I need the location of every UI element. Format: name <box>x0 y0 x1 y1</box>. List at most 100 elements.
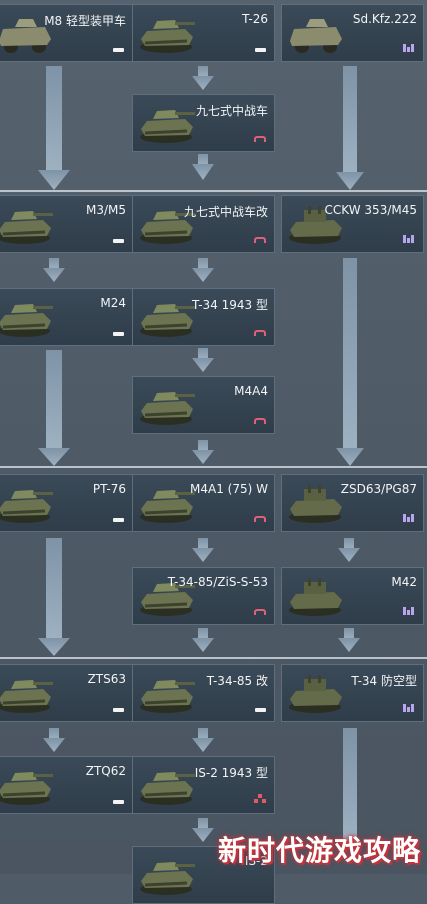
vehicle-card-m3m5[interactable]: M3/M5 <box>0 195 133 253</box>
vehicle-card-m24[interactable]: M24 <box>0 288 133 346</box>
rank-separator <box>0 657 427 659</box>
vehicle-name: Sd.Kfz.222 <box>352 12 417 26</box>
vehicle-card-is2-1943[interactable]: IS-2 1943 型 <box>132 756 275 814</box>
vehicle-name: M4A1 (75) W <box>190 482 268 496</box>
medium-tank-icon <box>254 237 266 243</box>
tank-thumbnail <box>0 765 55 807</box>
tank-thumbnail <box>135 13 197 55</box>
vehicle-name: T-34 1943 型 <box>192 298 268 312</box>
vehicle-name: M4A4 <box>234 384 268 398</box>
light-vehicle-icon <box>113 239 124 243</box>
medium-tank-icon <box>254 136 266 142</box>
vehicle-card-ztq62[interactable]: ZTQ62 <box>0 756 133 814</box>
vehicle-card-m4a1[interactable]: M4A1 (75) W <box>132 474 275 532</box>
vehicle-name: M8 轻型装甲车 <box>44 14 126 28</box>
tank-thumbnail <box>0 204 55 246</box>
spaa-icon <box>403 704 415 712</box>
spaa-thumbnail <box>284 673 346 715</box>
vehicle-card-sdkfz222[interactable]: Sd.Kfz.222 <box>281 4 424 62</box>
spaa-thumbnail <box>284 576 346 618</box>
arrow-head <box>43 738 65 752</box>
arrow-head <box>192 164 214 180</box>
vehicle-name: ZTQ62 <box>85 764 126 778</box>
vehicle-card-cckw[interactable]: CCKW 353/M45 <box>281 195 424 253</box>
arrow-head <box>192 76 214 90</box>
arrow-head <box>192 268 214 282</box>
vehicle-name: IS-2 1943 型 <box>194 766 268 780</box>
vehicle-card-t34-1943[interactable]: T-34 1943 型 <box>132 288 275 346</box>
vehicle-name: T-34-85/ZiS-S-53 <box>167 575 268 589</box>
vehicle-name: M24 <box>100 296 126 310</box>
vehicle-name: PT-76 <box>92 482 126 496</box>
arrow-head <box>192 548 214 562</box>
vehicle-card-t34-85-kai[interactable]: T-34-85 改 <box>132 664 275 722</box>
spaa-icon <box>403 607 415 615</box>
medium-tank-icon <box>254 330 266 336</box>
rank-separator <box>0 466 427 468</box>
spaa-icon <box>403 514 415 522</box>
light-vehicle-icon <box>255 48 266 52</box>
arrow-head <box>38 638 70 656</box>
heavy-tank-icon <box>254 794 266 804</box>
tank-thumbnail <box>0 483 55 525</box>
vehicle-name: M3/M5 <box>85 203 126 217</box>
vehicle-name: 九七式中战车改 <box>183 205 268 219</box>
vehicle-name: CCKW 353/M45 <box>324 203 417 217</box>
vehicle-name: M42 <box>391 575 417 589</box>
arrow-head <box>38 170 70 190</box>
rank-separator <box>0 190 427 192</box>
arrow-head <box>338 638 360 652</box>
vehicle-name: ZSD63/PG87 <box>340 482 417 496</box>
arrow-head <box>336 448 364 466</box>
tank-thumbnail <box>135 765 197 807</box>
arrow-shaft <box>46 66 62 174</box>
vehicle-card-m42[interactable]: M42 <box>281 567 424 625</box>
arrow-head <box>338 548 360 562</box>
tank-thumbnail <box>135 297 197 339</box>
vehicle-card-pt76[interactable]: PT-76 <box>0 474 133 532</box>
vehicle-card-t34-aa[interactable]: T-34 防空型 <box>281 664 424 722</box>
tank-thumbnail <box>135 385 197 427</box>
tank-thumbnail <box>0 297 55 339</box>
spaa-icon <box>403 44 415 52</box>
light-vehicle-icon <box>113 48 124 52</box>
tank-thumbnail <box>0 673 55 715</box>
site-watermark: 新时代游戏攻略 <box>218 834 422 867</box>
vehicle-name: T-34-85 改 <box>206 674 268 688</box>
vehicle-card-zsd63[interactable]: ZSD63/PG87 <box>281 474 424 532</box>
tank-thumbnail <box>135 673 197 715</box>
vehicle-card-t26[interactable]: T-26 <box>132 4 275 62</box>
vehicle-name: ZTS63 <box>87 672 126 686</box>
vehicle-card-type97kai[interactable]: 九七式中战车改 <box>132 195 275 253</box>
vehicle-card-m4a4[interactable]: M4A4 <box>132 376 275 434</box>
tank-thumbnail <box>135 855 197 897</box>
arrow-head <box>43 268 65 282</box>
vehicle-card-m8[interactable]: M8 轻型装甲车 <box>0 4 133 62</box>
spaa-thumbnail <box>284 483 346 525</box>
medium-tank-icon <box>254 418 266 424</box>
light-vehicle-icon <box>113 332 124 336</box>
arrow-shaft <box>343 66 357 176</box>
arrow-head <box>192 358 214 372</box>
research-arrows <box>38 66 364 846</box>
vehicle-name: 九七式中战车 <box>195 104 268 118</box>
spaa-icon <box>403 235 415 243</box>
arrow-head <box>192 828 214 842</box>
arrow-head <box>38 448 70 466</box>
medium-tank-icon <box>254 609 266 615</box>
vehicle-name: T-34 防空型 <box>351 674 417 688</box>
light-vehicle-icon <box>113 518 124 522</box>
vehicle-name: T-26 <box>242 12 268 26</box>
vehicle-card-type97[interactable]: 九七式中战车 <box>132 94 275 152</box>
light-vehicle-icon <box>255 708 266 712</box>
light-vehicle-icon <box>113 708 124 712</box>
vehicle-card-zts63[interactable]: ZTS63 <box>0 664 133 722</box>
vehicle-card-t34-85-zis[interactable]: T-34-85/ZiS-S-53 <box>132 567 275 625</box>
arrow-head <box>192 738 214 752</box>
arrow-head <box>192 638 214 652</box>
tank-thumbnail <box>135 483 197 525</box>
medium-tank-icon <box>254 516 266 522</box>
arrow-head <box>336 172 364 190</box>
arrow-head <box>192 450 214 464</box>
tank-thumbnail <box>135 103 197 145</box>
